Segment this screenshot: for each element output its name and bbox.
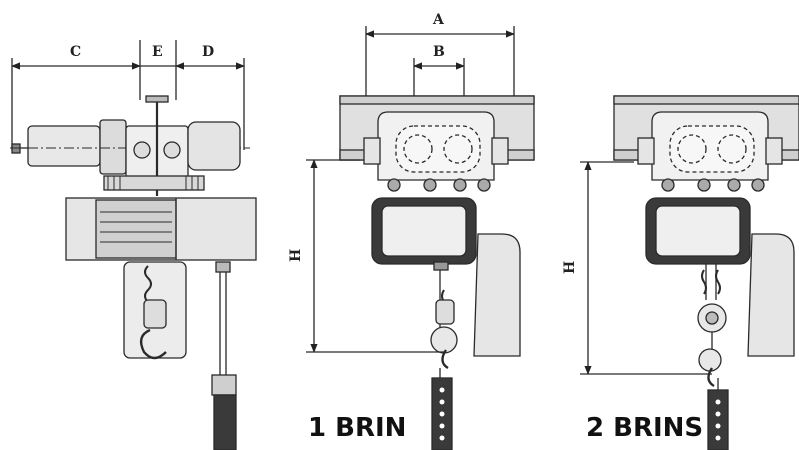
side-view	[10, 40, 257, 450]
caption-double-fall: 2 BRINS	[586, 413, 703, 443]
dimension-label-a: A	[432, 12, 445, 28]
dimension-label-c: C	[70, 44, 81, 60]
caption-single-fall: 1 BRIN	[308, 413, 406, 443]
dimension-label-e: E	[152, 44, 163, 60]
dimension-label-h-single: H	[288, 249, 304, 262]
front-view-double-fall	[580, 95, 799, 450]
dimension-label-b: B	[433, 44, 445, 60]
dimension-label-h-double: H	[562, 261, 578, 274]
dimension-label-d: D	[202, 44, 214, 60]
front-view-single-fall	[306, 26, 535, 450]
